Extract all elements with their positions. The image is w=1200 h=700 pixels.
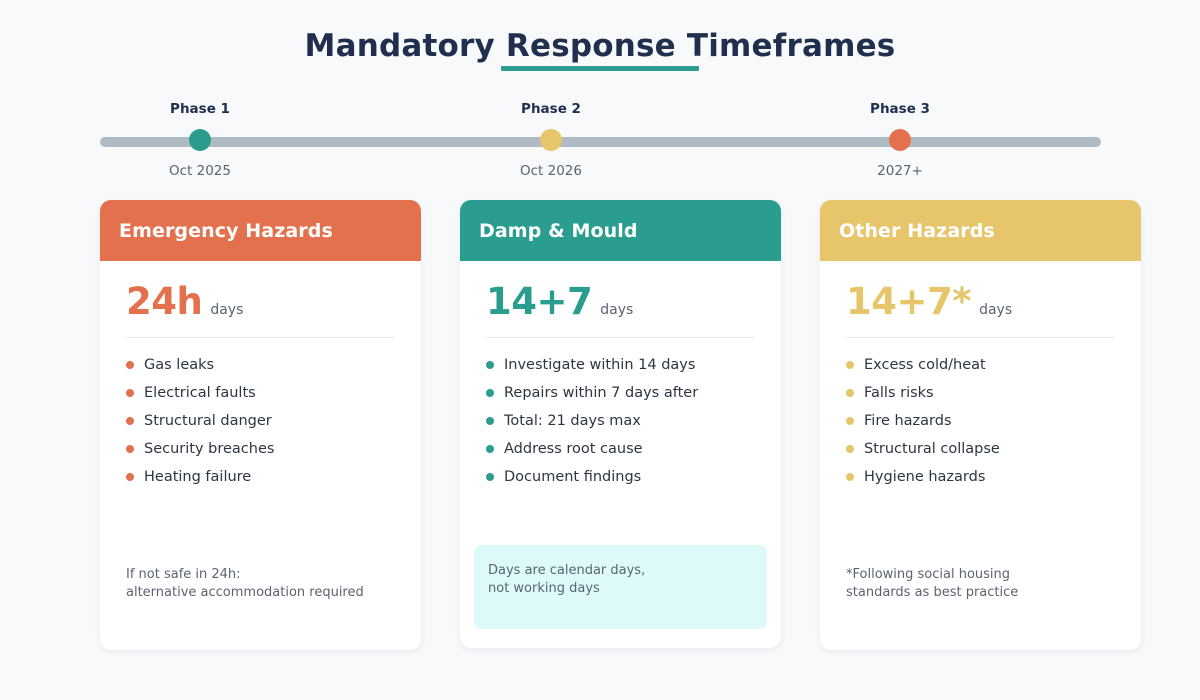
- card-header: Other Hazards: [820, 200, 1141, 261]
- timeline-dot-icon: [889, 129, 911, 151]
- bullet-dot-icon: [846, 473, 854, 481]
- list-item-label: Fire hazards: [864, 413, 952, 429]
- list-item: Structural collapse: [846, 435, 1115, 463]
- list-item-label: Security breaches: [144, 441, 275, 457]
- list-item-label: Address root cause: [504, 441, 643, 457]
- card-header: Damp & Mould: [460, 200, 781, 261]
- list-item: Repairs within 7 days after: [486, 379, 755, 407]
- timeline-date-label: 2027+: [877, 163, 923, 179]
- metric-row: 14+7* days: [846, 261, 1115, 323]
- bullet-dot-icon: [846, 361, 854, 369]
- page-title-container: Mandatory Response Timeframes: [0, 26, 1200, 66]
- list-item-label: Investigate within 14 days: [504, 357, 696, 373]
- list-item: Fire hazards: [846, 407, 1115, 435]
- metric-value: 14+7*: [846, 280, 972, 323]
- title-underline-accent: [501, 66, 699, 71]
- bullet-dot-icon: [486, 445, 494, 453]
- card-header: Emergency Hazards: [100, 200, 421, 261]
- bullet-dot-icon: [126, 473, 134, 481]
- timeline-date-label: Oct 2026: [520, 163, 582, 179]
- metric-unit: days: [979, 302, 1013, 318]
- timeline-node-phase-1[interactable]: Phase 1 Oct 2025: [110, 100, 290, 180]
- bullet-dot-icon: [486, 361, 494, 369]
- bullet-dot-icon: [126, 389, 134, 397]
- card-footnote: Days are calendar days, not working days: [474, 545, 767, 629]
- metric-unit: days: [600, 302, 634, 318]
- bullet-dot-icon: [126, 445, 134, 453]
- list-item: Electrical faults: [126, 379, 395, 407]
- list-item-label: Excess cold/heat: [864, 357, 986, 373]
- bullet-dot-icon: [846, 445, 854, 453]
- metric-unit: days: [210, 302, 244, 318]
- metric-row: 24h days: [126, 261, 395, 323]
- list-item-label: Heating failure: [144, 469, 252, 485]
- bullet-dot-icon: [126, 361, 134, 369]
- bullet-dot-icon: [486, 417, 494, 425]
- timeline-dot-icon: [540, 129, 562, 151]
- card-divider: [846, 337, 1115, 338]
- timeline-bar: [100, 137, 1101, 147]
- card-footnote: *Following social housing standards as b…: [846, 567, 1019, 600]
- list-item: Heating failure: [126, 463, 395, 491]
- list-item: Excess cold/heat: [846, 351, 1115, 379]
- card-title: Damp & Mould: [479, 219, 638, 242]
- list-item: Address root cause: [486, 435, 755, 463]
- card-title: Emergency Hazards: [119, 219, 333, 242]
- list-item: Security breaches: [126, 435, 395, 463]
- timeline-node-phase-3[interactable]: Phase 3 2027+: [810, 100, 990, 180]
- list-item: Gas leaks: [126, 351, 395, 379]
- list-item-label: Falls risks: [864, 385, 934, 401]
- metric-row: 14+7 days: [486, 261, 755, 323]
- list-item: Hygiene hazards: [846, 463, 1115, 491]
- page-title: Mandatory Response Timeframes: [304, 28, 896, 64]
- timeline-phase-label: Phase 1: [170, 101, 230, 117]
- list-item-label: Electrical faults: [144, 385, 256, 401]
- list-item-label: Structural collapse: [864, 441, 1000, 457]
- hazard-card-damp-mould[interactable]: Damp & Mould 14+7 days Investigate withi…: [460, 200, 781, 648]
- timeline-node-phase-2[interactable]: Phase 2 Oct 2026: [461, 100, 641, 180]
- hazard-card-other[interactable]: Other Hazards 14+7* days Excess cold/hea…: [820, 200, 1141, 650]
- card-footnote: If not safe in 24h: alternative accommod…: [126, 567, 364, 600]
- timeline-phase-label: Phase 2: [521, 101, 581, 117]
- phase-timeline: Phase 1 Oct 2025 Phase 2 Oct 2026 Phase …: [0, 100, 1200, 190]
- card-title: Other Hazards: [839, 219, 995, 242]
- card-divider: [486, 337, 755, 338]
- bullet-dot-icon: [846, 417, 854, 425]
- timeline-date-label: Oct 2025: [169, 163, 231, 179]
- metric-value: 14+7: [486, 280, 593, 323]
- bullet-dot-icon: [846, 389, 854, 397]
- list-item-label: Repairs within 7 days after: [504, 385, 699, 401]
- list-item: Structural danger: [126, 407, 395, 435]
- list-item-label: Total: 21 days max: [504, 413, 641, 429]
- metric-value: 24h: [126, 280, 203, 323]
- list-item-label: Gas leaks: [144, 357, 215, 373]
- list-item-label: Document findings: [504, 469, 642, 485]
- list-item: Document findings: [486, 463, 755, 491]
- list-item-label: Structural danger: [144, 413, 272, 429]
- timeline-phase-label: Phase 3: [870, 101, 930, 117]
- card-divider: [126, 337, 395, 338]
- list-item-label: Hygiene hazards: [864, 469, 986, 485]
- bullet-dot-icon: [486, 389, 494, 397]
- bullet-dot-icon: [126, 417, 134, 425]
- timeline-dot-icon: [189, 129, 211, 151]
- list-item: Investigate within 14 days: [486, 351, 755, 379]
- list-item: Total: 21 days max: [486, 407, 755, 435]
- bullet-dot-icon: [486, 473, 494, 481]
- list-item: Falls risks: [846, 379, 1115, 407]
